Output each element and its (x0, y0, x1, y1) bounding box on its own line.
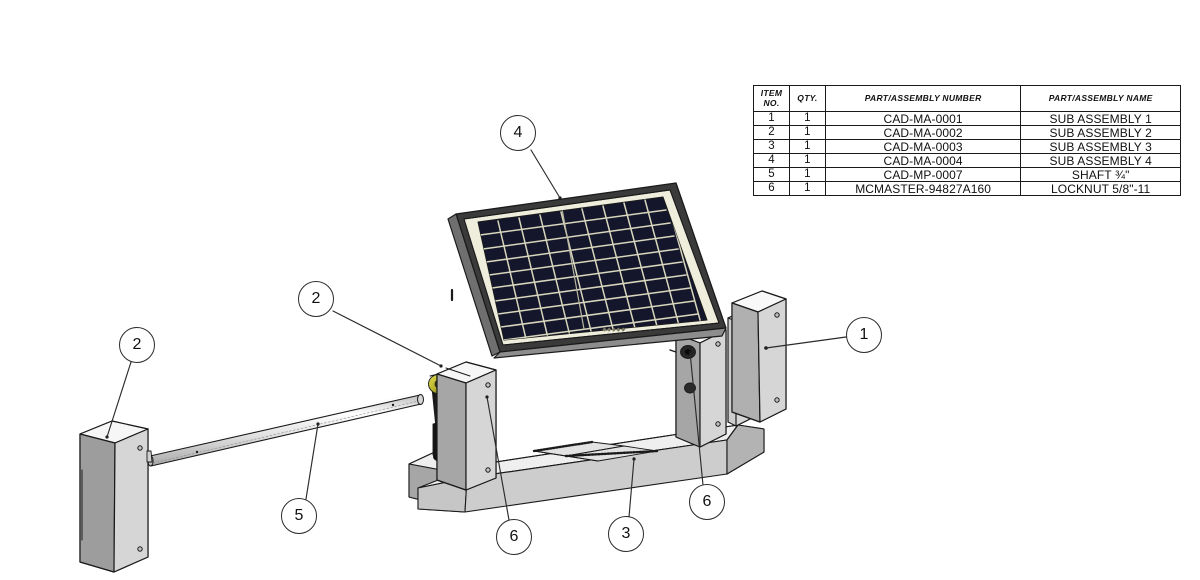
bom-cell-qty: 1 (788, 181, 826, 196)
bom-cell-part-number: CAD-MA-0002 (824, 125, 1022, 140)
center-enclosure-geometry (428, 361, 497, 491)
leader-1 (765, 336, 847, 349)
balloon-label: 3 (621, 525, 631, 542)
leader-5 (305, 423, 319, 500)
leader-2a (332, 310, 442, 367)
balloon-item-6b[interactable]: 6 (689, 484, 725, 520)
balloon-item-2a[interactable]: 2 (298, 281, 334, 317)
leader-6a (486, 396, 510, 521)
balloon-label: 2 (311, 290, 321, 307)
bom-cell-part-number: MCMASTER-94827A160 (824, 181, 1022, 196)
bom-header-row: ITEM NO. QTY. PART/ASSEMBLY NUMBER PART/… (753, 85, 1181, 112)
balloon-item-5[interactable]: 5 (281, 498, 317, 534)
bom-cell-item: 3 (753, 139, 790, 154)
left-enclosure-geometry (79, 420, 153, 573)
bom-header-item-line1: ITEM (760, 88, 783, 99)
base-beam-geometry (408, 424, 765, 513)
balloon-label: 4 (513, 124, 523, 141)
balloon-item-3[interactable]: 3 (608, 516, 644, 552)
svg-text:◆◆◆◆◆: ◆◆◆◆◆ (602, 327, 626, 333)
leader-6b (689, 351, 704, 486)
bom-cell-qty: 1 (788, 167, 826, 182)
bom-cell-qty: 1 (788, 153, 826, 168)
bill-of-materials-table: ITEM NO. QTY. PART/ASSEMBLY NUMBER PART/… (753, 85, 1181, 196)
bom-header-item-line2: NO. (763, 97, 780, 108)
leader-2b (106, 361, 132, 438)
drive-shaft-geometry (147, 392, 424, 467)
bom-cell-item: 5 (753, 167, 790, 182)
bom-cell-item: 1 (753, 111, 790, 126)
bom-header-part-number: PART/ASSEMBLY NUMBER (824, 85, 1022, 112)
leader-4 (530, 149, 561, 199)
bom-header-qty: QTY. (788, 85, 826, 112)
balloon-item-1[interactable]: 1 (846, 317, 882, 353)
balloon-label: 5 (294, 507, 304, 524)
balloon-item-4[interactable]: 4 (500, 115, 536, 151)
right-enclosure-geometry (669, 290, 787, 448)
bom-cell-item: 6 (753, 181, 790, 196)
solar-panel-geometry: ◆◆◆◆◆ (447, 182, 727, 359)
bom-cell-qty: 1 (788, 111, 826, 126)
balloon-item-2b[interactable]: 2 (119, 327, 155, 363)
bom-cell-item: 4 (753, 153, 790, 168)
bom-cell-part-name: LOCKNUT 5/8"-11 (1020, 181, 1181, 196)
balloon-label: 6 (702, 493, 712, 510)
balloon-label: 6 (509, 528, 519, 545)
leader-3 (628, 458, 635, 518)
bom-cell-part-name: SUB ASSEMBLY 3 (1020, 139, 1181, 154)
balloon-item-6a[interactable]: 6 (496, 519, 532, 555)
balloon-label: 1 (859, 326, 869, 343)
bom-cell-part-number: CAD-MP-0007 (824, 167, 1022, 182)
balloon-label: 2 (132, 336, 142, 353)
bom-header-item-no: ITEM NO. (753, 85, 790, 112)
bom-cell-qty: 1 (788, 139, 826, 154)
bom-cell-part-name: SHAFT ¾" (1020, 167, 1181, 182)
